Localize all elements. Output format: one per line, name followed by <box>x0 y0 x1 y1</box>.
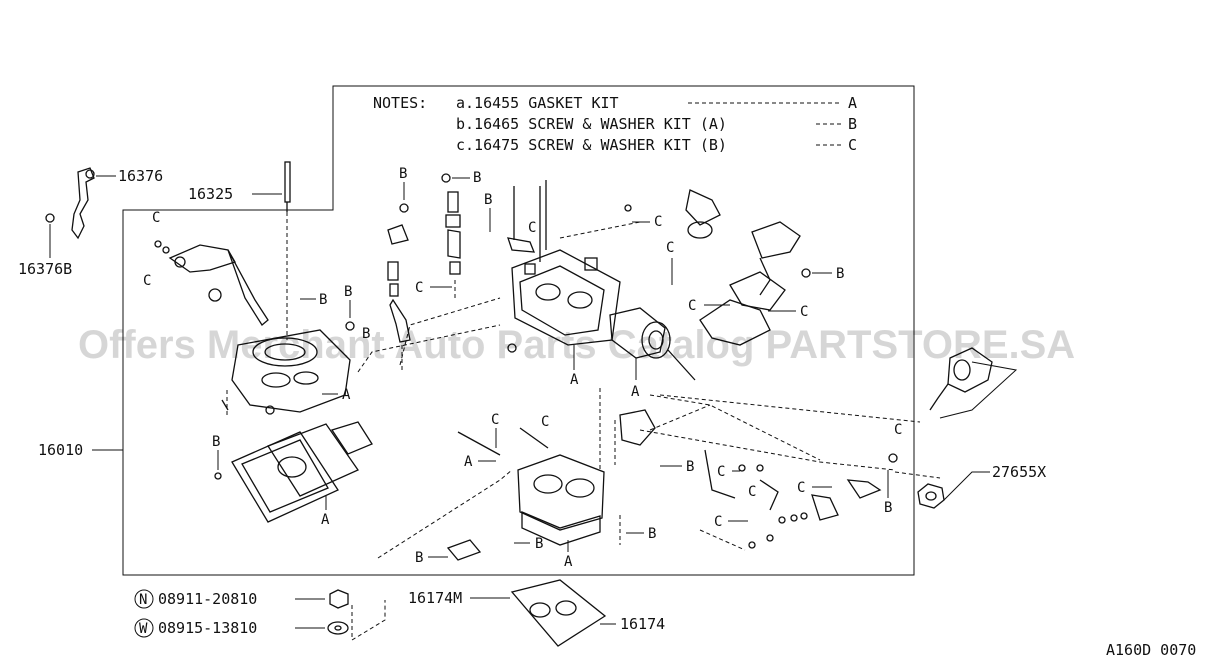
part-16376-label: 16376 <box>118 167 163 185</box>
fastener-n-letter: N <box>139 592 147 608</box>
note-a-text: a.16455 GASKET KIT <box>456 94 619 112</box>
svg-text:B: B <box>473 170 481 186</box>
svg-text:C: C <box>415 280 423 296</box>
needle-16325-drawing <box>284 161 291 212</box>
svg-text:C: C <box>654 214 662 230</box>
fastener-w-badge <box>134 618 154 638</box>
note-a-key: A <box>848 94 857 112</box>
svg-text:C: C <box>143 273 151 289</box>
svg-text:B: B <box>362 326 370 342</box>
svg-text:C: C <box>894 422 902 438</box>
svg-text:C: C <box>797 480 805 496</box>
fastener-n-number: 08911-20810 <box>158 590 257 608</box>
svg-text:C: C <box>152 210 160 226</box>
watermark: Offers Merchant Auto Parts Catalog PARTS… <box>78 323 1075 367</box>
svg-text:B: B <box>344 284 352 300</box>
carburetor-cover-drawing <box>168 244 351 415</box>
svg-text:A: A <box>464 454 473 470</box>
throttle-linkage-drawing <box>609 189 771 381</box>
vacuum-actuator-drawing <box>929 347 993 411</box>
notes-header: NOTES: <box>373 94 427 112</box>
lever-linkage-drawing <box>619 409 898 549</box>
svg-text:C: C <box>714 514 722 530</box>
fuel-needle-stack-drawing <box>387 191 461 343</box>
svg-text:B: B <box>399 166 407 182</box>
svg-text:A: A <box>321 512 330 528</box>
gasket-set-drawing <box>231 421 373 523</box>
svg-text:C: C <box>491 412 499 428</box>
svg-text:B: B <box>648 526 656 542</box>
fastener-w-letter: W <box>139 621 148 637</box>
svg-text:B: B <box>884 500 892 516</box>
svg-text:B: B <box>535 536 543 552</box>
svg-text:B: B <box>415 550 423 566</box>
carburetor-base-drawing <box>446 427 605 561</box>
svg-text:A: A <box>570 372 579 388</box>
part-16010-label: 16010 <box>38 441 83 459</box>
part-16174-label: 16174 <box>620 615 665 633</box>
washer-drawing <box>327 621 349 635</box>
gasket-16174-drawing <box>510 579 607 647</box>
svg-text:B: B <box>686 459 694 475</box>
svg-text:C: C <box>528 220 536 236</box>
part-16325-label: 16325 <box>188 185 233 203</box>
svg-text:A: A <box>342 387 351 403</box>
bracket-16376-drawing <box>71 167 95 240</box>
svg-text:A: A <box>631 384 640 400</box>
part-27655x-label: 27655X <box>992 463 1046 481</box>
svg-text:B: B <box>212 434 220 450</box>
svg-text:B: B <box>484 192 492 208</box>
nut-drawing <box>329 589 349 609</box>
svg-text:C: C <box>541 414 549 430</box>
note-c-text: c.16475 SCREW & WASHER KIT (B) <box>456 136 727 154</box>
svg-text:C: C <box>717 464 725 480</box>
note-c-key: C <box>848 136 857 154</box>
fastener-w-number: 08915-13810 <box>158 619 257 637</box>
svg-text:C: C <box>666 240 674 256</box>
svg-text:B: B <box>836 266 844 282</box>
diagram-code: A160D 0070 <box>1106 641 1196 659</box>
svg-text:B: B <box>319 292 327 308</box>
fastener-n-badge <box>134 589 154 609</box>
svg-text:C: C <box>688 298 696 314</box>
part-16174m-label: 16174M <box>408 589 462 607</box>
svg-text:A: A <box>564 554 573 570</box>
main-frame <box>122 85 915 576</box>
svg-text:C: C <box>800 304 808 320</box>
part-16376b-label: 16376B <box>18 260 72 278</box>
svg-text:C: C <box>748 484 756 500</box>
nut-27655x-drawing <box>917 483 945 509</box>
diaphragm-unit-drawing <box>729 221 801 311</box>
carburetor-body-upper-drawing <box>507 180 621 346</box>
note-b-text: b.16465 SCREW & WASHER KIT (A) <box>456 115 727 133</box>
note-b-key: B <box>848 115 857 133</box>
